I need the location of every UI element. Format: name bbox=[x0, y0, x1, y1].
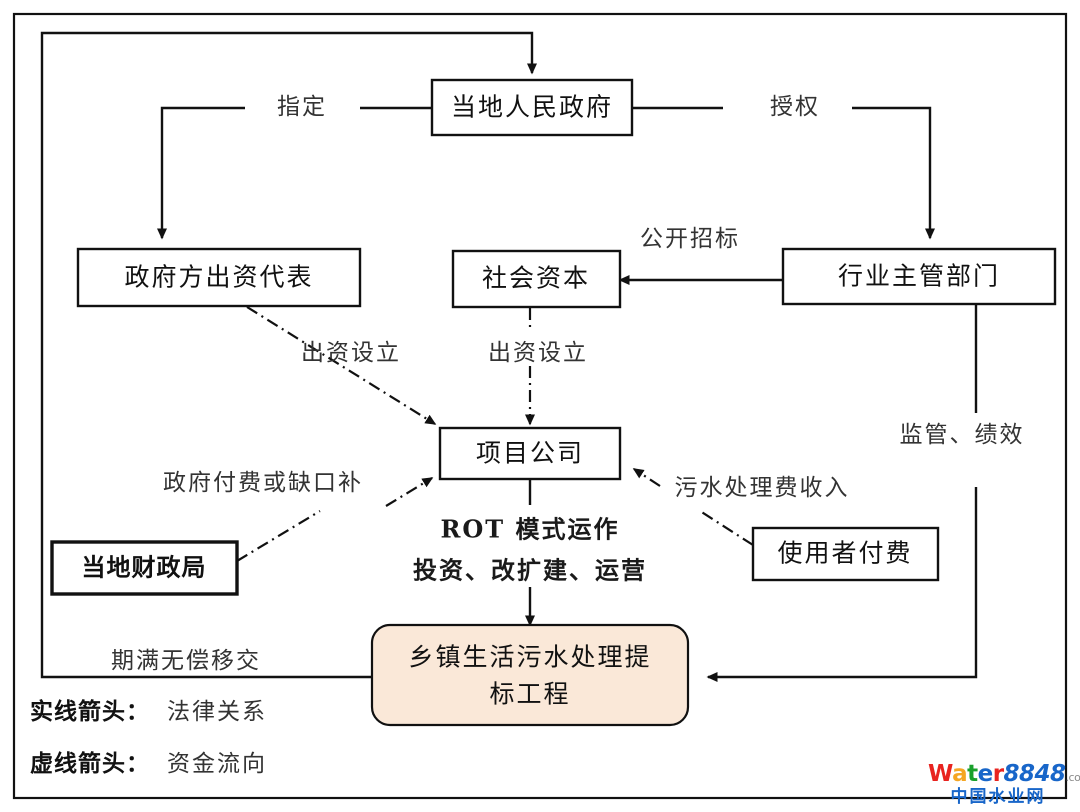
node-project-company-label: 项目公司 bbox=[476, 439, 584, 468]
node-project-label-line1: 乡镇生活污水处理提 bbox=[408, 643, 651, 672]
node-user-pay-label: 使用者付费 bbox=[777, 539, 912, 568]
node-industry-authority-label: 行业主管部门 bbox=[838, 262, 1000, 291]
node-local-government-label: 当地人民政府 bbox=[451, 93, 613, 122]
edge-label-authorize: 授权 bbox=[770, 94, 820, 120]
edge-label-supervision-performance: 监管、绩效 bbox=[900, 422, 1025, 448]
watermark-chinese-name: 中国水业网 bbox=[950, 787, 1046, 807]
rot-mode-note-line2: 投资、改扩建、运营 bbox=[413, 556, 647, 585]
node-local-finance-bureau[interactable]: 当地财政局 bbox=[50, 540, 239, 596]
edge-label-sewage-fee-income: 污水处理费收入 bbox=[675, 475, 850, 501]
legend-item-0-value: 法律关系 bbox=[167, 699, 267, 725]
edge-label-public-tender: 公开招标 bbox=[640, 226, 740, 252]
legend-item-1-value: 资金流向 bbox=[167, 751, 267, 777]
watermark-letter-a: a bbox=[952, 761, 968, 787]
edge-label-designate: 指定 bbox=[277, 94, 327, 120]
edge-label-government-payment: 政府付费或缺口补 bbox=[163, 470, 363, 496]
node-gov-investor-rep[interactable]: 政府方出资代表 bbox=[76, 247, 362, 308]
rot-mode-note: ROT 模式运作 投资、改扩建、运营 bbox=[413, 515, 647, 585]
watermark-letter-e: e bbox=[977, 761, 994, 787]
node-gov-investor-rep-label: 政府方出资代表 bbox=[124, 263, 313, 292]
node-local-government[interactable]: 当地人民政府 bbox=[430, 78, 634, 137]
rot-mode-note-line1: ROT 模式运作 bbox=[440, 515, 619, 544]
edge-free-transfer-on-expiry bbox=[40, 31, 537, 679]
page-border bbox=[12, 12, 1068, 800]
node-user-pay[interactable]: 使用者付费 bbox=[751, 526, 940, 582]
node-social-capital[interactable]: 社会资本 bbox=[451, 249, 622, 309]
node-project-label-line2: 标工程 bbox=[489, 680, 570, 709]
edge-label-free-transfer: 期满无偿移交 bbox=[111, 648, 261, 674]
edge-sewage-fee-income bbox=[632, 468, 754, 546]
watermark-number: 8848 bbox=[1003, 761, 1067, 787]
legend-item-1-key: 虚线箭头： bbox=[30, 750, 150, 777]
legend-item-0-key: 实线箭头： bbox=[30, 698, 150, 725]
watermark-logo: Water8848.com 中国水业网 bbox=[928, 761, 1080, 807]
legend: 实线箭头： 法律关系 虚线箭头： 资金流向 bbox=[30, 698, 267, 777]
watermark-letter-r: r bbox=[992, 761, 1004, 787]
watermark-letter-t: t bbox=[967, 761, 978, 787]
edge-designate bbox=[157, 106, 432, 240]
node-local-finance-bureau-label: 当地财政局 bbox=[82, 553, 207, 582]
edge-authorize bbox=[632, 106, 935, 240]
watermark-brand: Water8848.com bbox=[928, 761, 1080, 787]
edge-supervision-performance bbox=[706, 302, 978, 682]
edge-government-payment bbox=[236, 477, 434, 562]
node-project-company[interactable]: 项目公司 bbox=[438, 426, 622, 481]
node-social-capital-label: 社会资本 bbox=[482, 264, 590, 293]
node-township-sewage-upgrade-project[interactable]: 乡镇生活污水处理提 标工程 bbox=[370, 623, 690, 727]
watermark-tld: .com bbox=[1065, 771, 1080, 784]
edge-label-invest-establish-left: 出资设立 bbox=[301, 340, 401, 366]
edge-label-invest-establish-right: 出资设立 bbox=[488, 340, 588, 366]
node-industry-authority[interactable]: 行业主管部门 bbox=[781, 247, 1057, 306]
watermark-letter-w: W bbox=[928, 761, 953, 787]
